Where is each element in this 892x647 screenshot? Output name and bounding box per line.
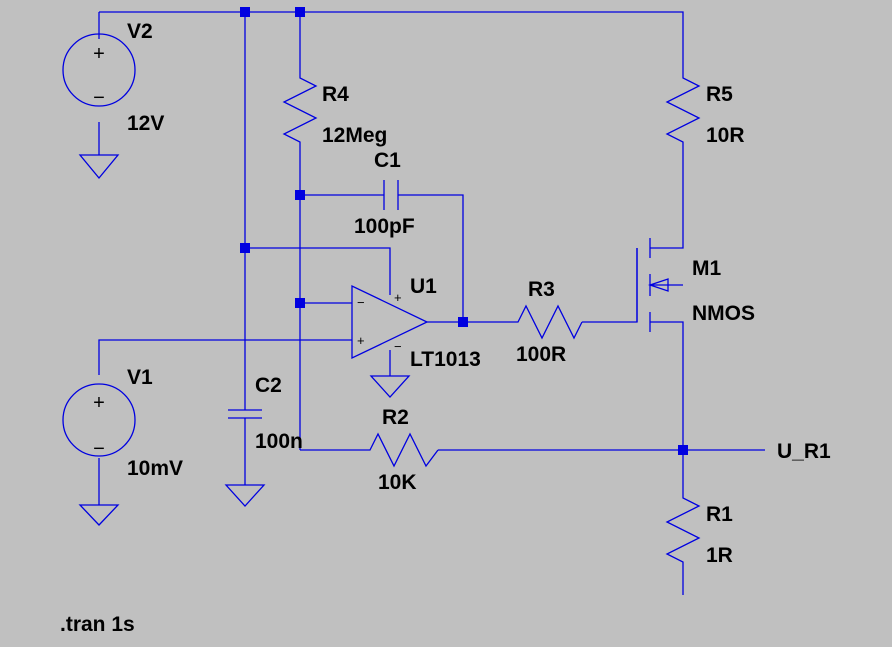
r2-value-label: 10K [378,471,417,494]
voltage-source-v1[interactable]: + − [62,383,136,460]
wire-gate [582,248,638,323]
junction-node [240,243,250,253]
ground-v2 [78,154,120,180]
junction-node [240,7,250,17]
junction-node [458,317,468,327]
net-label-u-r1[interactable]: U_R1 [777,440,831,463]
r1-value-label: 1R [706,544,733,567]
voltage-source-v2[interactable]: + − [62,33,136,109]
opamp-supply-minus-mark: − [394,339,402,354]
opamp-supply-plus-mark: + [394,290,402,305]
opamp-u1[interactable]: − + + − [351,284,429,360]
v1-value-label: 10mV [127,457,183,480]
r4-name-label: R4 [322,83,349,106]
plus-mark: + [93,392,105,414]
u1-value-label: LT1013 [410,348,481,371]
opamp-noninverting-mark: + [357,333,365,348]
r3-value-label: 100R [516,343,566,366]
r5-value-label: 10R [706,124,745,147]
v2-name-label: V2 [127,20,153,43]
ground-u1 [369,375,411,398]
m1-name-label: M1 [692,257,721,280]
resistor-r1[interactable] [665,490,701,570]
u1-name-label: U1 [410,275,437,298]
wire-drain [650,150,684,249]
junction-node [678,445,688,455]
minus-mark: − [93,438,105,460]
ground-c2 [224,484,266,507]
c2-name-label: C2 [255,374,282,397]
minus-mark: − [93,87,105,109]
wire-source [650,321,684,490]
junctions [240,7,688,455]
wire-opamp-supply [245,247,391,295]
opamp-inverting-mark: − [357,295,365,310]
r5-name-label: R5 [706,83,733,106]
plus-mark: + [93,43,105,65]
junction-node [295,7,305,17]
junction-node [295,298,305,308]
c1-name-label: C1 [374,149,401,172]
m1-value-label: NMOS [692,302,755,325]
resistor-r3[interactable] [510,304,583,340]
resistor-r2[interactable] [362,432,439,468]
c1-value-label: 100pF [354,215,415,238]
wire-top-rail [99,11,684,70]
r1-name-label: R1 [706,503,733,526]
v1-name-label: V1 [127,366,153,389]
ground-v1 [78,504,120,526]
wires [98,11,765,595]
capacitor-c1[interactable] [383,180,399,210]
capacitor-c2[interactable] [228,400,262,424]
v2-value-label: 12V [127,112,164,135]
wire-noninv-input [98,339,352,375]
spice-directive[interactable]: .tran 1s [60,613,135,636]
c2-value-label: 100n [255,430,303,453]
resistor-r5[interactable] [665,70,701,150]
r4-value-label: 12Meg [322,124,387,147]
component-labels: V2 12V R4 12Meg C1 100pF R5 10R M1 NMOS … [60,20,831,636]
wire-c1-right [398,194,464,322]
mosfet-m1[interactable] [636,238,683,332]
junction-node [295,190,305,200]
resistor-r4[interactable] [282,70,318,150]
r3-name-label: R3 [528,278,555,301]
r2-name-label: R2 [382,406,409,429]
